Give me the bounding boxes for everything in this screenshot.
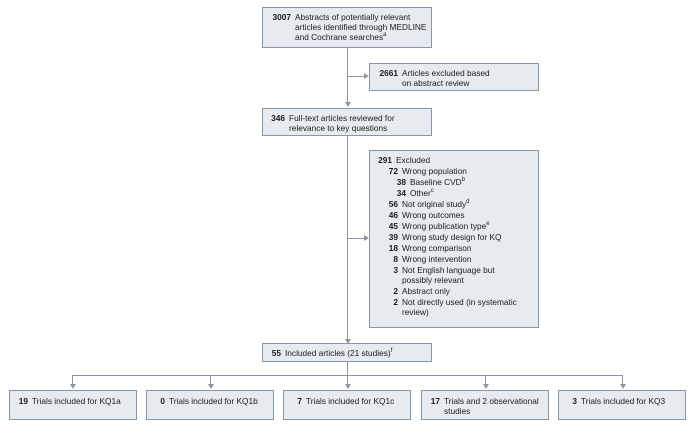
included-text: Included articles (21 studies)f [285,348,393,358]
kq-box: 17 Trials and 2 observational studies [421,390,549,420]
excluded-item-label: Wrong outcomes [402,210,465,220]
excluded-subitem-count: 38 [396,177,406,187]
kq-text: Trials included for KQ3 [581,396,666,406]
fulltext-count: 346 [271,113,285,123]
kq-box: 0 Trials included for KQ1b [146,390,274,420]
excluded-item-count: 2 [393,297,398,307]
excluded-item-label: Wrong study design for KQ [402,232,502,242]
kq-box: 19 Trials included for KQ1a [9,390,137,420]
kq-box: 7 Trials included for KQ1c [283,390,411,420]
connector-main-3 [347,362,348,376]
excluded-item-label: Abstract only [402,286,450,296]
kq-count: 7 [297,396,302,406]
kq-count: 3 [572,396,577,406]
excluded-item-label-cont: possibly relevant [402,275,464,285]
connector-drop-5 [622,375,623,385]
excluded-subitem-label: Otherc [410,188,434,198]
abstracts-text-2: articles identified through MEDLINE [295,22,427,32]
excluded-item-count: 39 [388,232,398,242]
excluded-item-label: Wrong intervention [402,254,472,264]
kq-text-cont: studies [444,406,471,416]
connector-drop-4 [485,375,486,385]
kq-text: Trials included for KQ1a [32,396,121,406]
kq-count: 19 [18,396,28,406]
excluded-total-count: 291 [378,155,392,165]
included-articles-box: 55 Included articles (21 studies)f [262,343,432,362]
fulltext-text-2: relevance to key questions [289,123,388,133]
abstracts-count: 3007 [272,12,291,22]
arrow-down-icon [345,102,351,107]
connector-main-2 [347,135,348,340]
connector-main-1 [347,48,348,103]
arrow-down-icon [620,384,626,389]
excluded-item-count: 8 [393,254,398,264]
excluded-item-label: Not English language but [402,265,495,275]
excluded-label: Excluded [396,155,431,165]
excluded-item-count: 18 [388,243,398,253]
connector-branch-2 [347,238,365,239]
excluded-item-label: Wrong publication typee [402,221,490,231]
excluded-subitem-label: Baseline CVDb [410,177,465,187]
fulltext-reviewed-box: 346 Full-text articles reviewed for rele… [262,108,432,136]
excluded-abstract-count: 2661 [379,68,398,78]
kq-count: 17 [430,396,440,406]
abstracts-text-3: and Cochrane searchesa [295,32,387,42]
excluded-item-count: 2 [393,286,398,296]
arrow-right-icon [364,73,369,79]
connector-branch-1 [347,76,365,77]
excluded-item-label-cont: review) [402,307,429,317]
abstracts-identified-box: 3007 Abstracts of potentially relevant a… [262,7,432,48]
arrow-down-icon [70,384,76,389]
excluded-item-label: Wrong comparison [402,243,472,253]
kq-text: Trials included for KQ1b [169,396,258,406]
excluded-item-count: 46 [388,210,398,220]
excluded-item-count: 45 [388,221,398,231]
fulltext-text-1: Full-text articles reviewed for [289,113,395,123]
excluded-item-label: Wrong population [402,166,467,176]
connector-drop-1 [72,375,73,385]
excluded-abstract-text-1: Articles excluded based [402,68,490,78]
excluded-item-label: Not directly used (in systematic [402,297,517,307]
arrow-down-icon [483,384,489,389]
kq-count: 0 [160,396,165,406]
excluded-subitem-count: 34 [396,188,406,198]
kq-box: 3 Trials included for KQ3 [558,390,686,420]
excluded-fulltext-box: 291 Excluded 72 Wrong population 38 Base… [369,150,539,328]
excluded-item-label: Not original studyd [402,199,470,209]
excluded-abstract-text-2: on abstract review [402,78,470,88]
kq-text: Trials and 2 observational [444,396,539,406]
arrow-down-icon [345,339,351,344]
excluded-item-count: 72 [388,166,398,176]
arrow-down-icon [208,384,214,389]
excluded-abstract-box: 2661 Articles excluded based on abstract… [369,63,539,91]
excluded-item-count: 3 [393,265,398,275]
arrow-right-icon [364,235,369,241]
connector-drop-3 [347,375,348,385]
abstracts-text-1: Abstracts of potentially relevant [295,12,411,22]
connector-drop-2 [210,375,211,385]
excluded-item-count: 56 [388,199,398,209]
kq-text: Trials included for KQ1c [306,396,395,406]
included-count: 55 [271,348,281,358]
arrow-down-icon [345,384,351,389]
